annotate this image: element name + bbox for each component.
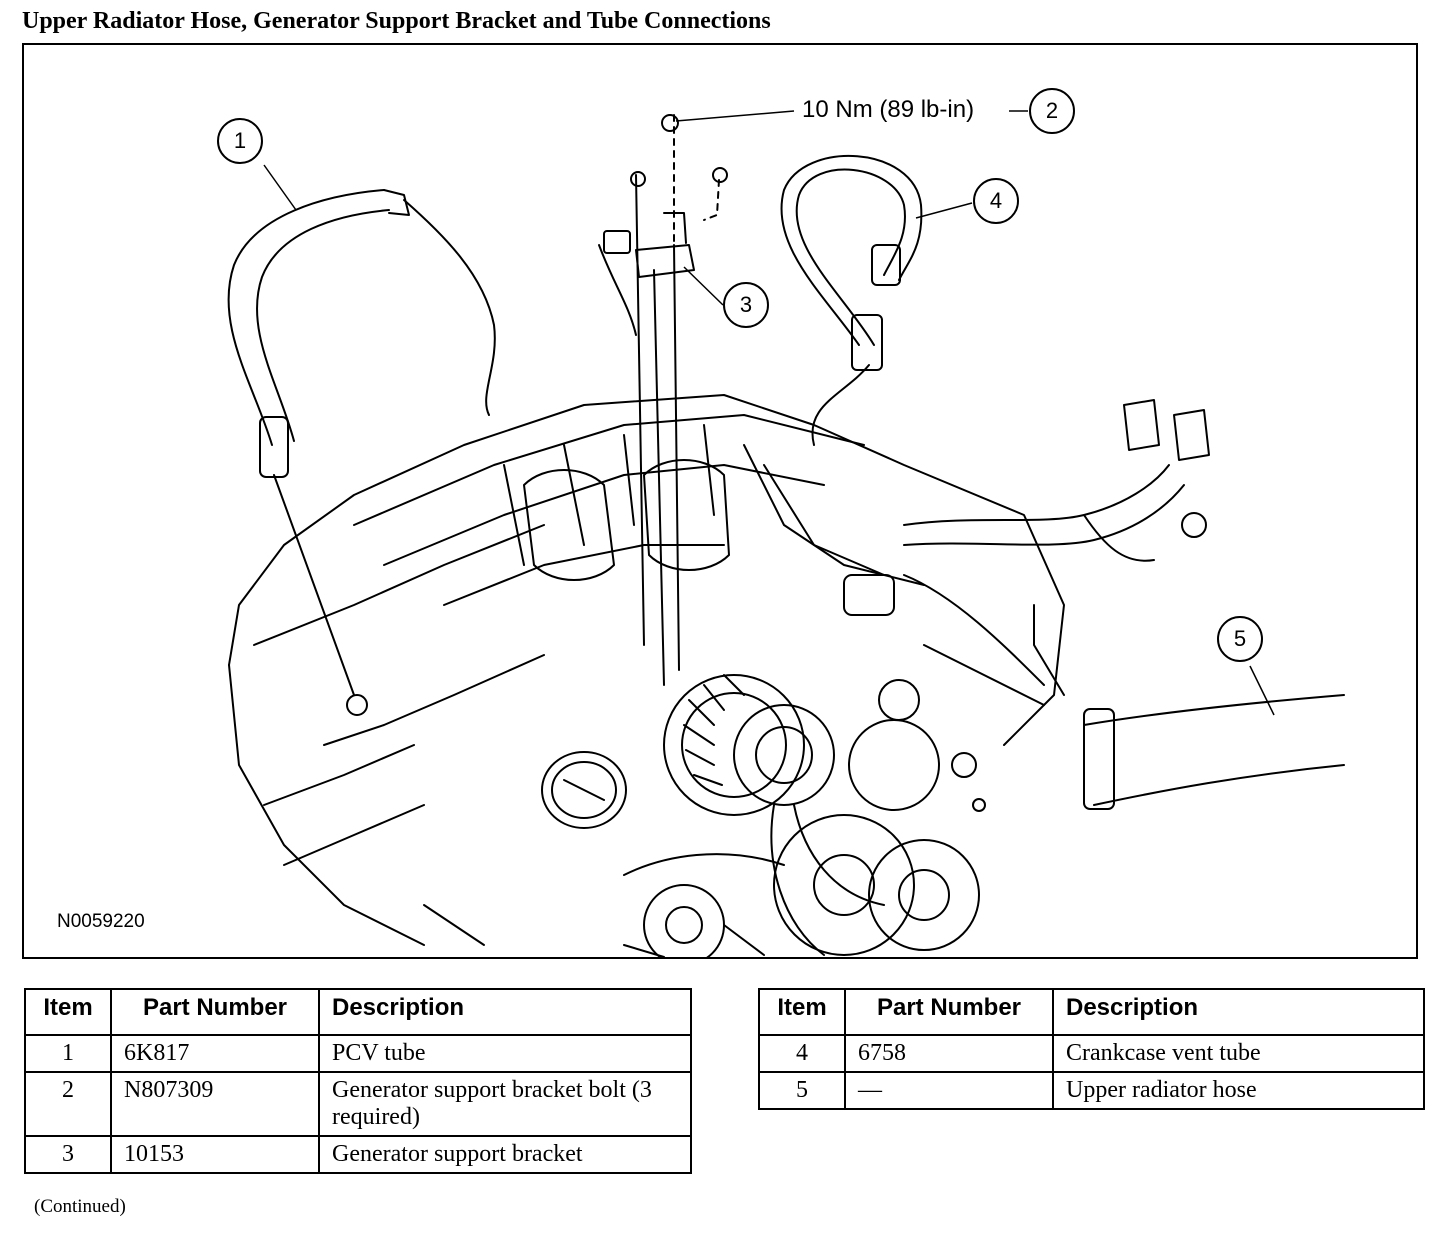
column-header-part-number: Part Number [844, 988, 1054, 1036]
torque-spec-label: 10 Nm (89 lb-in) [802, 96, 975, 123]
callout-3: 3 [723, 282, 769, 328]
table-row: 1 6K817 PCV tube [24, 1034, 692, 1073]
table-header-row: Item Part Number Description [24, 988, 692, 1036]
description-cell: PCV tube [318, 1034, 692, 1073]
callout-5: 5 [1217, 616, 1263, 662]
parts-table-left: Item Part Number Description 1 6K817 PCV… [24, 988, 692, 1174]
callout-2: 2 [1029, 88, 1075, 134]
callout-4: 4 [973, 178, 1019, 224]
table-row: 2 N807309 Generator support bracket bolt… [24, 1071, 692, 1137]
callout-1: 1 [217, 118, 263, 164]
description-cell: Upper radiator hose [1052, 1071, 1425, 1110]
table-header-row: Item Part Number Description [758, 988, 1425, 1036]
item-cell: 3 [24, 1135, 112, 1174]
part-number-cell: 6758 [844, 1034, 1054, 1073]
part-number-cell: 6K817 [110, 1034, 320, 1073]
item-cell: 5 [758, 1071, 846, 1110]
item-cell: 1 [24, 1034, 112, 1073]
table-row: 4 6758 Crankcase vent tube [758, 1034, 1425, 1073]
description-cell: Generator support bracket bolt (3 requir… [318, 1071, 692, 1137]
part-number-cell: — [844, 1071, 1054, 1110]
description-cell: Generator support bracket [318, 1135, 692, 1174]
column-header-description: Description [1052, 988, 1425, 1036]
engine-illustration: 10 Nm (89 lb-in) 1 2 3 4 5 N0059220 [22, 43, 1418, 959]
parts-table-right: Item Part Number Description 4 6758 Cran… [758, 988, 1425, 1110]
table-row: 5 — Upper radiator hose [758, 1071, 1425, 1110]
continued-note: (Continued) [34, 1196, 126, 1217]
table-row: 3 10153 Generator support bracket [24, 1135, 692, 1174]
item-cell: 2 [24, 1071, 112, 1137]
figure-id: N0059220 [57, 911, 145, 932]
page-title: Upper Radiator Hose, Generator Support B… [22, 8, 771, 34]
column-header-item: Item [758, 988, 846, 1036]
part-number-cell: 10153 [110, 1135, 320, 1174]
column-header-item: Item [24, 988, 112, 1036]
engine-line-drawing [227, 110, 1345, 957]
column-header-description: Description [318, 988, 692, 1036]
part-number-cell: N807309 [110, 1071, 320, 1137]
column-header-part-number: Part Number [110, 988, 320, 1036]
item-cell: 4 [758, 1034, 846, 1073]
description-cell: Crankcase vent tube [1052, 1034, 1425, 1073]
